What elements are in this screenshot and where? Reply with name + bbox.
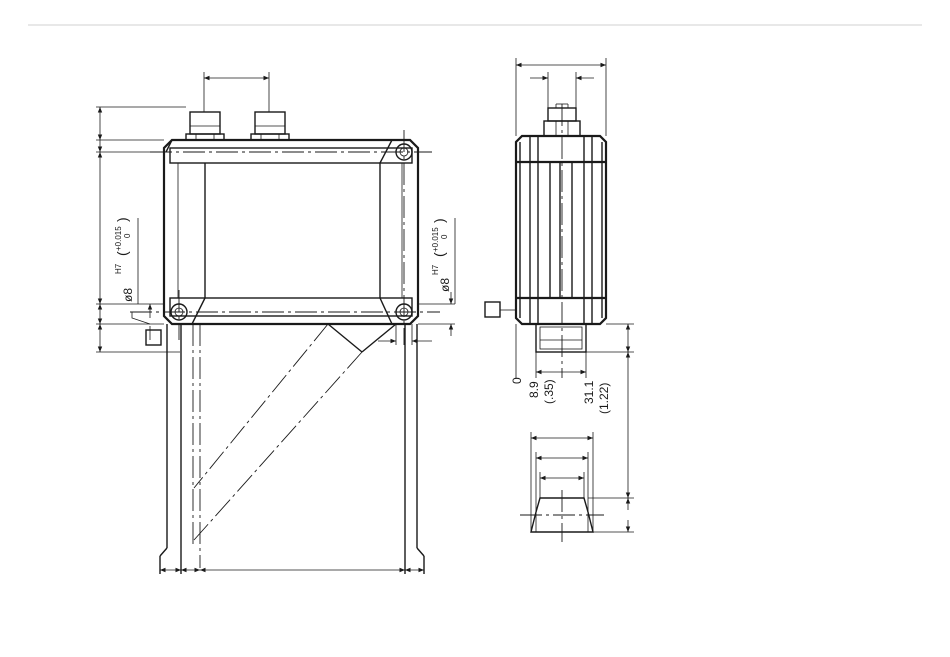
front-view: ø8 H7 ( +0.015 0 ) ø8 H7 ( +0.015 0 ) xyxy=(96,72,455,574)
side-dim-b-mm: 31.1 xyxy=(582,380,596,404)
side-dim-a-mm: 8.9 xyxy=(527,381,541,398)
hole-left-diameter: ø8 xyxy=(121,288,135,302)
connector-right xyxy=(251,112,289,140)
optical-path xyxy=(160,324,424,574)
hole-right-tol-upper: +0.015 xyxy=(431,227,440,252)
front-left-dimensions xyxy=(96,107,186,352)
connector-left xyxy=(186,112,224,140)
hole-left-tol-lower: 0 xyxy=(123,233,132,238)
svg-text:): ) xyxy=(431,218,447,223)
beam-cross-section xyxy=(520,432,634,542)
datum-box-front xyxy=(146,330,161,345)
hole-left-tol-upper: +0.015 xyxy=(114,226,123,251)
hole-left-fit: H7 xyxy=(114,263,123,274)
side-dim-zero: 0 xyxy=(510,377,524,384)
side-lens xyxy=(536,324,586,352)
datum-box-side xyxy=(485,302,500,317)
side-view: 0 8.9 (.35) 31.1 (1.22) xyxy=(485,58,634,498)
hole-annotation-right: ø8 H7 ( +0.015 0 ) xyxy=(431,218,455,304)
side-housing xyxy=(516,136,606,324)
front-housing xyxy=(164,140,418,324)
side-dim-b-in: (1.22) xyxy=(597,383,611,414)
side-dim-a-in: (.35) xyxy=(542,379,556,404)
svg-text:): ) xyxy=(114,217,130,222)
hole-right-tol-lower: 0 xyxy=(440,234,449,239)
hole-right-fit: H7 xyxy=(431,264,440,275)
hole-annotation-left: ø8 H7 ( +0.015 0 ) xyxy=(114,217,138,304)
hole-right-diameter: ø8 xyxy=(438,278,452,292)
